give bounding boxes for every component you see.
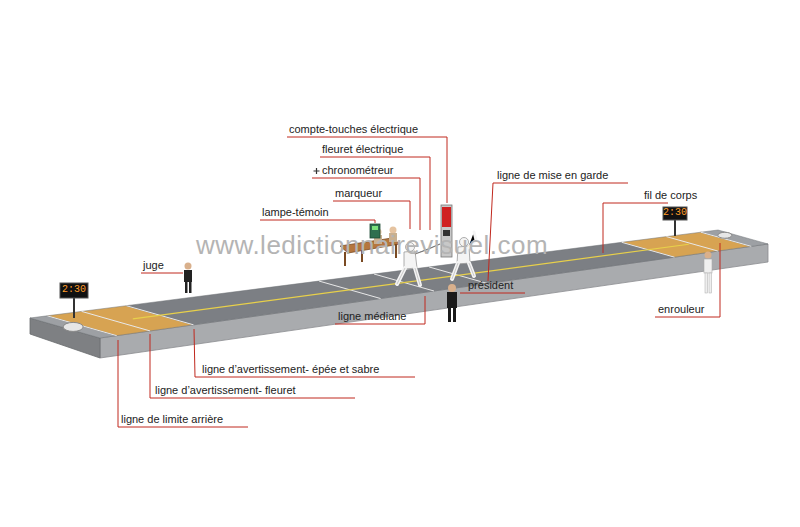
watermark: www.ledictionnairevisuel.com bbox=[196, 230, 548, 260]
judge-figure bbox=[184, 263, 192, 294]
part-label: ligne médiane bbox=[338, 310, 407, 323]
part-label: juge bbox=[143, 259, 164, 272]
scoreboard-time: 2:30 bbox=[663, 207, 687, 219]
scoreboard bbox=[663, 207, 687, 220]
piste bbox=[30, 230, 768, 358]
part-label: fil de corps bbox=[644, 189, 697, 202]
plus-marker bbox=[314, 168, 320, 174]
figures bbox=[60, 168, 712, 322]
attendant-figure bbox=[704, 252, 712, 294]
leader-lines bbox=[118, 137, 720, 427]
part-label: ligne de limite arrière bbox=[121, 413, 223, 426]
scoreboard-time: 2:30 bbox=[60, 284, 88, 296]
scoreboard bbox=[60, 283, 88, 298]
part-label: fleuret électrique bbox=[322, 143, 403, 156]
part-label: ligne d’avertissement- épée et sabre bbox=[202, 363, 379, 376]
part-label: marqueur bbox=[335, 187, 382, 200]
part-label: lampe-témoin bbox=[262, 206, 329, 219]
part-label: enrouleur bbox=[658, 303, 704, 316]
part-label: compte-touches électrique bbox=[289, 123, 418, 136]
part-label: ligne de mise en garde bbox=[497, 169, 608, 182]
president-figure bbox=[447, 284, 457, 322]
part-label: chronométreur bbox=[322, 164, 394, 177]
part-label: ligne d’avertissement- fleuret bbox=[155, 384, 296, 397]
part-label: président bbox=[468, 279, 513, 292]
